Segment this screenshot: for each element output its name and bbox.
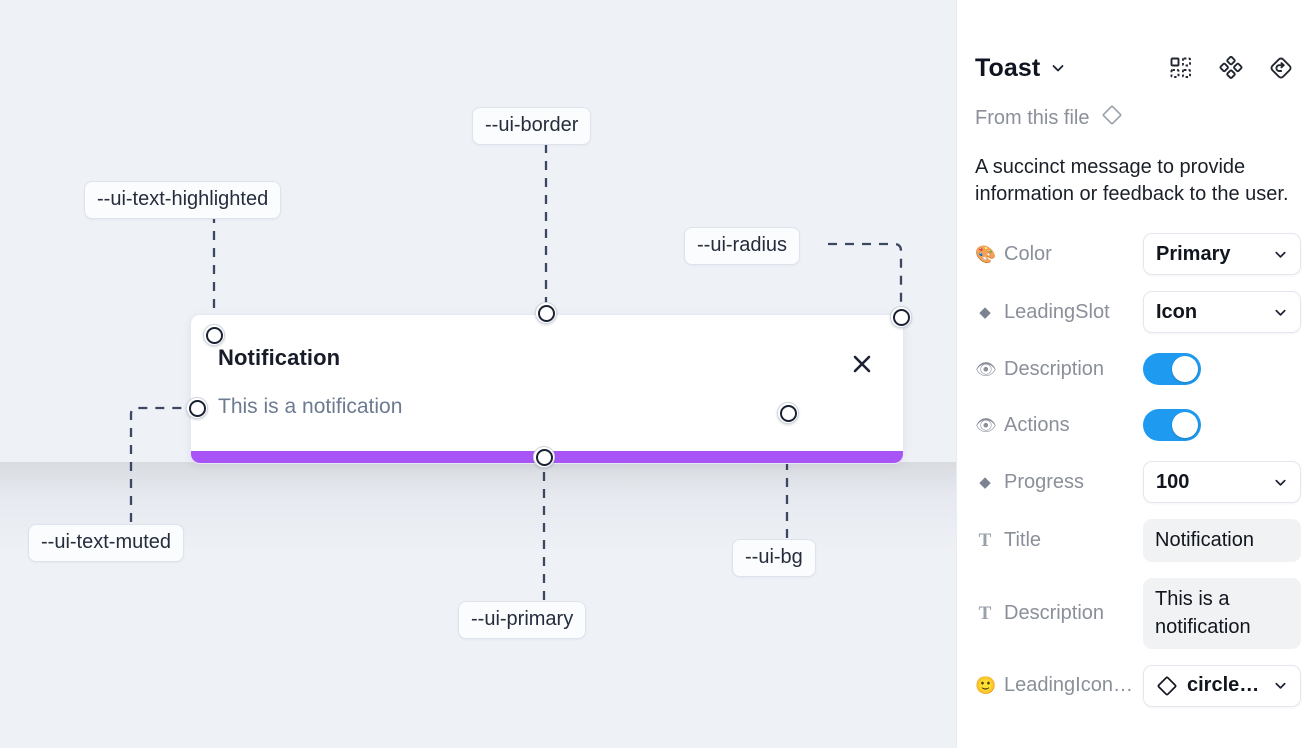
header-actions [1168, 55, 1294, 81]
property-label-color: 🎨 Color [975, 243, 1143, 266]
property-label-title: T Title [975, 529, 1143, 552]
property-label-actions: 👁 Actions [975, 414, 1143, 437]
property-name: Title [1004, 529, 1042, 552]
from-this-file-label: From this file [975, 106, 1090, 129]
property-label-leadingicon: 🙂 LeadingIcon… [975, 674, 1143, 697]
property-row-description-toggle: 👁 Description [975, 349, 1294, 389]
text-icon: T [978, 530, 992, 552]
property-name: Description [1004, 357, 1105, 380]
leadingicon-select-value: circle… [1187, 674, 1260, 697]
property-row-title: T Title Notification [975, 519, 1301, 563]
variants-icon[interactable] [1218, 55, 1244, 81]
properties-panel: Toast [956, 0, 1312, 748]
eye-icon: 👁 [975, 359, 997, 379]
property-label-progress: ◆ Progress [975, 471, 1143, 494]
property-name: Actions [1004, 413, 1070, 436]
property-row-description-text: T Description This is a notification [975, 578, 1301, 649]
property-row-progress: ◆ Progress 100 [975, 461, 1301, 504]
property-list: 🎨 Color Primary ◆ LeadingSlot [975, 233, 1301, 707]
palette-icon: 🎨 [975, 244, 997, 264]
chevron-down-icon [1273, 305, 1288, 320]
property-label-description-text: T Description [975, 602, 1143, 625]
toggle-knob [1172, 412, 1198, 439]
actions-toggle[interactable] [1143, 409, 1201, 442]
smiley-icon: 🙂 [975, 676, 997, 696]
token-ui-text-highlighted[interactable]: --ui-text-highlighted [84, 181, 282, 220]
chevron-down-icon [1273, 247, 1288, 262]
reset-icon[interactable] [1268, 55, 1294, 81]
property-row-color: 🎨 Color Primary [975, 233, 1301, 276]
token-ui-radius[interactable]: --ui-radius [684, 227, 801, 266]
progress-select[interactable]: 100 [1143, 461, 1301, 504]
property-row-leadingicon: 🙂 LeadingIcon… circle… [975, 664, 1301, 707]
component-description: A succinct message to provide informatio… [975, 156, 1289, 205]
property-name: Progress [1004, 470, 1085, 493]
token-ui-border[interactable]: --ui-border [472, 107, 592, 146]
diamond-icon [1101, 104, 1123, 132]
toast-description: This is a notification [218, 395, 403, 418]
page-title: Toast [975, 53, 1041, 82]
handle-text-muted[interactable] [186, 397, 208, 419]
token-ui-text-muted[interactable]: --ui-text-muted [28, 524, 185, 563]
close-icon[interactable] [849, 351, 875, 377]
property-name: Color [1004, 242, 1052, 265]
toast-preview-card[interactable]: Notification This is a notification [190, 314, 904, 464]
handle-bg[interactable] [777, 402, 799, 424]
title-input[interactable]: Notification [1143, 519, 1301, 563]
toast-title: Notification [218, 345, 341, 370]
eye-icon: 👁 [975, 415, 997, 435]
diamond-icon [1156, 675, 1178, 697]
property-label-description: 👁 Description [975, 358, 1143, 381]
leadingicon-select[interactable]: circle… [1143, 664, 1301, 707]
panel-header: Toast [975, 38, 1294, 98]
chevron-down-icon [1273, 678, 1288, 693]
color-select-value: Primary [1156, 242, 1231, 265]
handle-border[interactable] [535, 302, 557, 324]
token-ui-primary[interactable]: --ui-primary [458, 601, 587, 640]
component-grid-icon[interactable] [1168, 55, 1194, 81]
token-ui-bg[interactable]: --ui-bg [732, 539, 816, 578]
color-select[interactable]: Primary [1143, 233, 1301, 276]
leadingslot-select[interactable]: Icon [1143, 291, 1301, 334]
from-this-file-row[interactable]: From this file [975, 104, 1294, 132]
chevron-down-icon [1273, 475, 1288, 490]
toggle-knob [1172, 356, 1198, 383]
property-row-actions-toggle: 👁 Actions [975, 405, 1294, 445]
handle-text-highlighted[interactable] [203, 324, 225, 346]
design-canvas[interactable]: Notification This is a notification --ui… [0, 0, 956, 748]
handle-primary[interactable] [533, 446, 555, 468]
chevron-down-icon[interactable] [1050, 60, 1066, 76]
text-icon: T [978, 603, 992, 625]
handle-radius[interactable] [890, 306, 912, 328]
property-name: Description [1004, 602, 1105, 625]
property-row-leadingslot: ◆ LeadingSlot Icon [975, 291, 1301, 334]
description-input[interactable]: This is a notification [1143, 578, 1301, 649]
property-name: LeadingSlot [1004, 300, 1110, 323]
diamond-icon: ◆ [979, 303, 991, 321]
description-toggle[interactable] [1143, 353, 1201, 386]
progress-select-value: 100 [1156, 470, 1190, 493]
property-name: LeadingIcon… [1004, 674, 1133, 697]
diamond-icon: ◆ [979, 473, 991, 491]
property-label-leadingslot: ◆ LeadingSlot [975, 301, 1143, 324]
leadingslot-select-value: Icon [1156, 300, 1198, 323]
